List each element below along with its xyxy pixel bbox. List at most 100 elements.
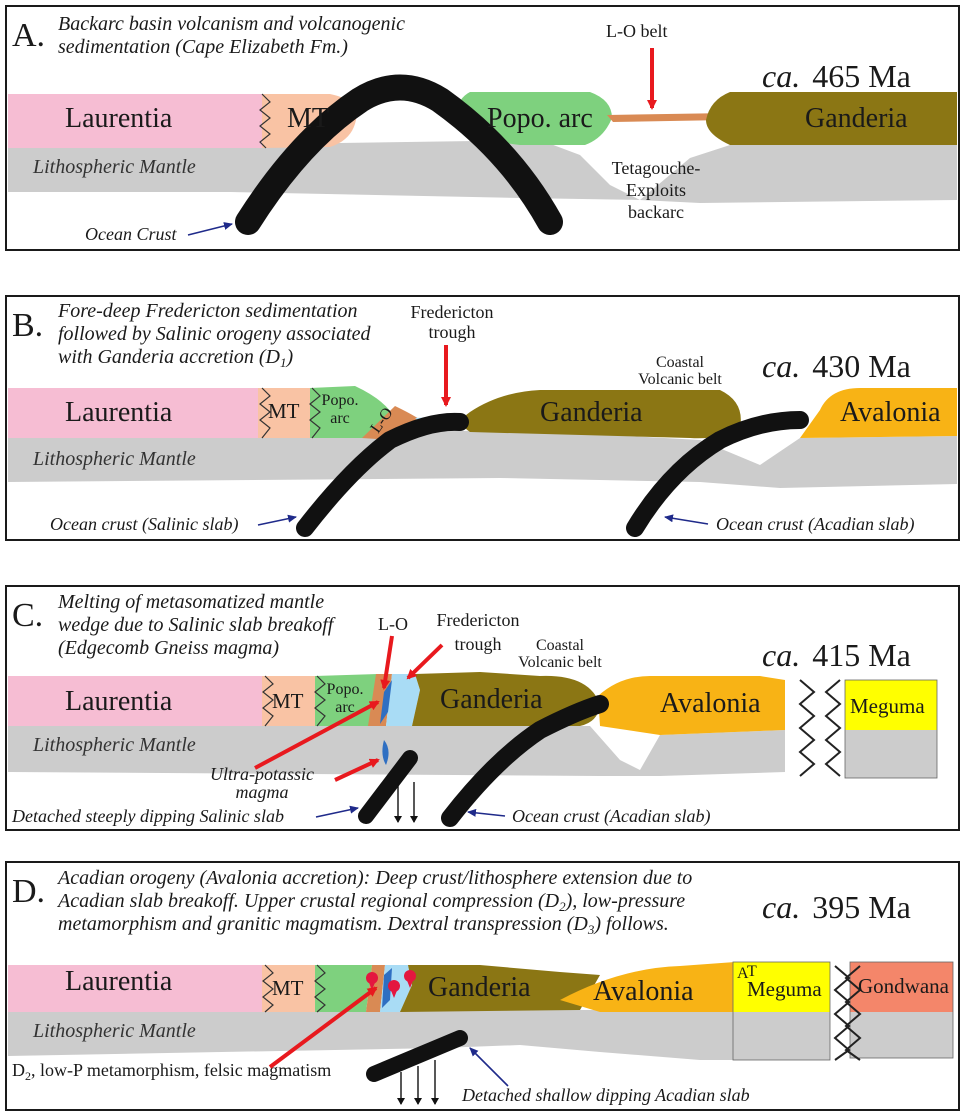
panel-b-trough-line2: trough bbox=[429, 322, 476, 342]
panel-d-gondwana-label: Gondwana bbox=[858, 974, 950, 998]
panel-d: D. Acadian orogeny (Avalonia accretion):… bbox=[6, 862, 959, 1110]
panel-d-caption-line3-text: metamorphism and granitic magmatism. Dex… bbox=[58, 913, 588, 935]
panel-d-caption-line1: Acadian orogeny (Avalonia accretion): De… bbox=[56, 867, 692, 889]
panel-c: C. Melting of metasomatized mantle wedge… bbox=[6, 586, 959, 830]
panel-c-ganderia-label: Ganderia bbox=[440, 684, 543, 715]
panel-d-d2-end: , low-P metamorphism, felsic magmatism bbox=[31, 1060, 331, 1080]
panel-b-trough-line1: Fredericton bbox=[411, 302, 494, 322]
panel-d-caption-line3-end: ) follows. bbox=[593, 913, 668, 935]
panel-c-magma-line2: magma bbox=[236, 782, 289, 802]
panel-d-age-ca: ca. bbox=[762, 889, 800, 925]
panel-a: A. Backarc basin volcanism and volcanoge… bbox=[6, 6, 959, 250]
panel-a-mt-label: MT bbox=[287, 103, 329, 134]
panel-a-age: ca. 465 Ma bbox=[762, 58, 911, 94]
panel-c-trough-line1: Fredericton bbox=[437, 610, 520, 630]
panel-b-caption-line1: Fore-deep Fredericton sedimentation bbox=[57, 300, 358, 322]
panel-c-magma-line1: Ultra-potassic bbox=[210, 764, 314, 784]
panel-c-caption-line1: Melting of metasomatized mantle bbox=[57, 591, 324, 613]
panel-b-acadian-slab-arrow bbox=[665, 517, 708, 524]
panel-b-age-value: 430 Ma bbox=[812, 348, 911, 384]
panel-c-zigzag-right bbox=[826, 680, 840, 776]
panel-b-caption-line3: with Ganderia accretion (D1) bbox=[58, 346, 294, 370]
panel-b-age-ca: ca. bbox=[762, 348, 800, 384]
panel-a-age-value: 465 Ma bbox=[812, 58, 911, 94]
panel-a-backarc-line2: Exploits bbox=[626, 180, 686, 200]
panel-c-mt-label: MT bbox=[272, 689, 304, 713]
panel-b-coastal-line2: Volcanic belt bbox=[638, 371, 722, 388]
panel-b-salinic-slab-label: Ocean crust (Salinic slab) bbox=[50, 514, 238, 535]
panel-a-backarc-line3: backarc bbox=[628, 202, 684, 222]
panel-b-caption-line3-end: ) bbox=[286, 346, 294, 368]
panel-b: B. Fore-deep Fredericton sedimentation f… bbox=[6, 296, 959, 540]
panel-c-acadian-slab-label: Ocean crust (Acadian slab) bbox=[512, 806, 710, 827]
panel-c-acadian-slab-arrow bbox=[468, 812, 505, 816]
panel-d-meguma-label: Meguma bbox=[747, 977, 822, 1001]
panel-d-detached-arrow bbox=[470, 1048, 508, 1086]
panel-d-d2-text: D bbox=[12, 1060, 25, 1080]
panel-d-mt-label: MT bbox=[272, 976, 304, 1000]
panel-d-ganderia-label: Ganderia bbox=[428, 972, 531, 1003]
panel-d-caption-line3: metamorphism and granitic magmatism. Dex… bbox=[58, 913, 669, 937]
panel-b-popo-line2: arc bbox=[330, 410, 350, 427]
panel-b-salinic-slab-arrow bbox=[258, 517, 296, 525]
panel-a-age-ca: ca. bbox=[762, 58, 800, 94]
panel-b-acadian-slab-label: Ocean crust (Acadian slab) bbox=[716, 514, 914, 535]
panel-d-caption-line2-text: Acadian slab breakoff. Upper crustal reg… bbox=[56, 890, 560, 912]
panel-a-caption-line1: Backarc basin volcanism and volcanogenic bbox=[58, 13, 405, 35]
panel-c-letter: C. bbox=[12, 597, 43, 634]
panel-b-letter: B. bbox=[12, 307, 43, 344]
panel-c-detached-arrow bbox=[316, 808, 358, 817]
panel-c-popo-line2: arc bbox=[335, 699, 355, 716]
panel-b-avalonia-label: Avalonia bbox=[840, 397, 941, 428]
panel-d-age: ca. 395 Ma bbox=[762, 889, 911, 925]
panel-c-age-value: 415 Ma bbox=[812, 637, 911, 673]
panel-c-avalonia-label: Avalonia bbox=[660, 688, 761, 719]
panel-a-ocean-crust-arrow bbox=[188, 224, 232, 235]
panel-d-letter: D. bbox=[12, 873, 45, 910]
panel-c-meguma-mantle bbox=[845, 730, 937, 778]
panel-c-mantle-label: Lithospheric Mantle bbox=[32, 734, 196, 756]
panel-a-mantle-label: Lithospheric Mantle bbox=[32, 156, 196, 178]
panel-c-age-ca: ca. bbox=[762, 637, 800, 673]
panel-c-laurentia-label: Laurentia bbox=[65, 686, 173, 717]
panel-d-detached-label: Detached shallow dipping Acadian slab bbox=[461, 1085, 750, 1105]
panel-d-age-value: 395 Ma bbox=[812, 889, 911, 925]
panel-c-coastal-line2: Volcanic belt bbox=[518, 654, 602, 671]
panel-b-ganderia-label: Ganderia bbox=[540, 397, 643, 428]
panel-b-age: ca. 430 Ma bbox=[762, 348, 911, 384]
panel-d-gondwana-mantle bbox=[850, 1010, 953, 1058]
panel-c-coastal-line1: Coastal bbox=[536, 637, 585, 654]
panel-b-coastal-line1: Coastal bbox=[656, 354, 705, 371]
panel-b-popo-line1: Popo. bbox=[322, 392, 359, 409]
panel-d-laurentia-label: Laurentia bbox=[65, 966, 173, 997]
panel-d-mantle-label: Lithospheric Mantle bbox=[32, 1020, 196, 1042]
panel-d-avalonia-label: Avalonia bbox=[593, 976, 694, 1007]
panel-a-laurentia-label: Laurentia bbox=[65, 103, 173, 134]
panel-d-caption-line2: Acadian slab breakoff. Upper crustal reg… bbox=[56, 890, 685, 914]
panel-c-age: ca. 415 Ma bbox=[762, 637, 911, 673]
panel-c-trough-arrow bbox=[408, 645, 442, 678]
panel-a-lo-belt-label: L-O belt bbox=[606, 21, 667, 41]
panel-c-zigzag-left bbox=[800, 680, 814, 776]
panel-b-caption-line3-text: with Ganderia accretion (D bbox=[58, 346, 281, 368]
panel-c-caption-line2: wedge due to Salinic slab breakoff bbox=[58, 614, 336, 636]
panel-a-popo-arc-label: Popo. arc bbox=[487, 103, 593, 134]
panel-a-letter: A. bbox=[12, 17, 45, 54]
panel-d-caption-line2-end: ), low-pressure bbox=[565, 890, 686, 912]
panel-a-backarc-line1: Tetagouche- bbox=[612, 158, 701, 178]
panel-c-caption-line3: (Edgecomb Gneiss magma) bbox=[58, 637, 279, 659]
panel-c-meguma-label: Meguma bbox=[850, 694, 925, 718]
panel-d-d2-label: D2, low-P metamorphism, felsic magmatism bbox=[12, 1060, 331, 1083]
panel-b-caption-line2: followed by Salinic orogeny associated bbox=[58, 323, 372, 345]
panel-b-laurentia-label: Laurentia bbox=[65, 397, 173, 428]
panel-a-caption-line2: sedimentation (Cape Elizabeth Fm.) bbox=[58, 36, 348, 58]
panel-c-popo-line1: Popo. bbox=[327, 681, 364, 698]
panel-b-mantle-label: Lithospheric Mantle bbox=[32, 448, 196, 470]
panel-c-lo-label: L-O bbox=[378, 614, 408, 634]
panel-c-trough-line2: trough bbox=[455, 634, 502, 654]
panel-a-ganderia-label: Ganderia bbox=[805, 103, 908, 134]
panel-d-zigzag-left bbox=[835, 966, 849, 1060]
panel-c-detached-label: Detached steeply dipping Salinic slab bbox=[11, 806, 284, 826]
panel-a-ocean-crust-label: Ocean Crust bbox=[85, 224, 177, 244]
